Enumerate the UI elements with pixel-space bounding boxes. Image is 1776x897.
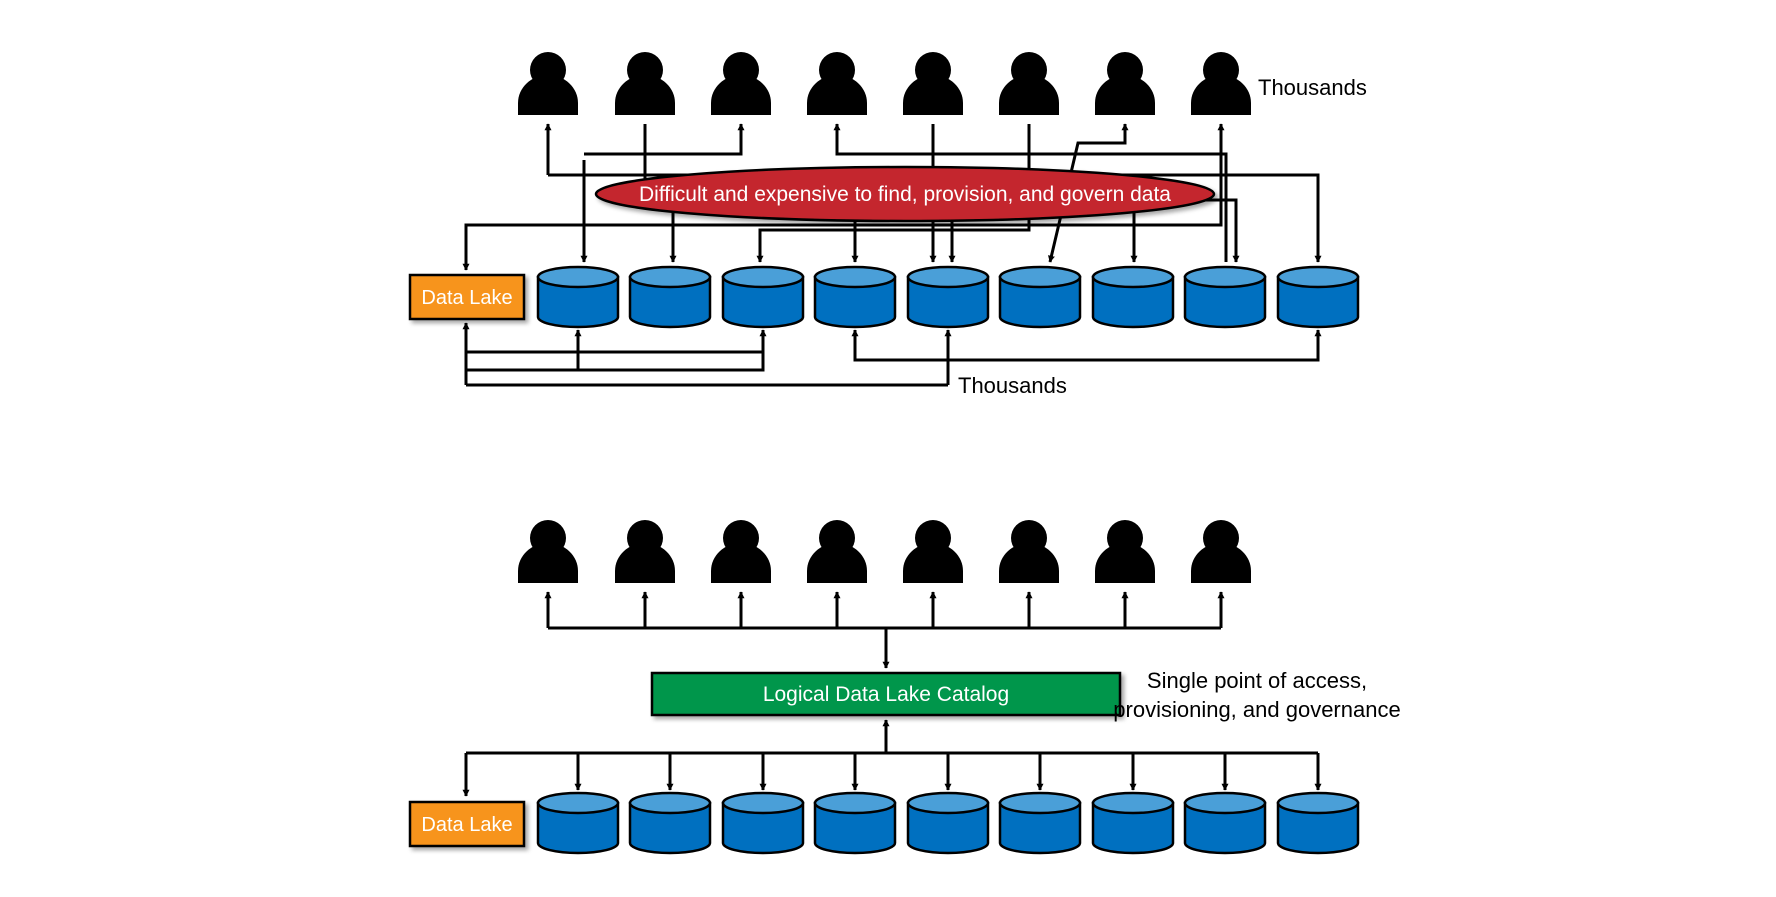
bottom-user-lines [544, 591, 1225, 669]
catalog-label: Logical Data Lake Catalog [763, 683, 1009, 706]
database-icon [813, 265, 897, 329]
database-icon [906, 791, 990, 855]
database-icon [906, 265, 990, 329]
bottom-databases-row [536, 791, 1360, 855]
database-icon [998, 791, 1082, 855]
top-users-row [518, 52, 1251, 115]
database-icon [1276, 791, 1360, 855]
user-icon [711, 520, 771, 583]
user-icon [518, 52, 578, 115]
database-icon [628, 265, 712, 329]
bottom-panel: Logical Data Lake Catalog Single point o… [408, 520, 1401, 855]
database-icon [1091, 791, 1175, 855]
catalog-box: Logical Data Lake Catalog [650, 671, 1122, 717]
user-icon [1095, 52, 1155, 115]
problem-label: Difficult and expensive to find, provisi… [639, 183, 1171, 206]
top-users-label: Thousands [1258, 75, 1367, 100]
top-sources-label: Thousands [958, 373, 1067, 398]
database-icon [1183, 791, 1267, 855]
user-icon [1191, 520, 1251, 583]
user-icon [615, 520, 675, 583]
user-icon [903, 520, 963, 583]
top-databases-row [536, 265, 1360, 329]
user-icon [807, 52, 867, 115]
user-icon [1095, 520, 1155, 583]
user-icon [615, 52, 675, 115]
data-lake-label: Data Lake [421, 287, 512, 309]
catalog-note-line2: provisioning, and governance [1113, 697, 1400, 722]
user-icon [903, 52, 963, 115]
user-icon [999, 52, 1059, 115]
user-icon [807, 520, 867, 583]
user-icon [999, 520, 1059, 583]
database-icon [1276, 265, 1360, 329]
database-icon [998, 265, 1082, 329]
top-source-lines [462, 322, 1322, 387]
user-icon [711, 52, 771, 115]
top-data-lake-box: Data Lake [408, 273, 526, 321]
database-icon [628, 791, 712, 855]
bottom-source-lines [462, 719, 1322, 797]
database-icon [536, 265, 620, 329]
database-icon [1091, 265, 1175, 329]
problem-callout: Difficult and expensive to find, provisi… [594, 165, 1216, 223]
database-icon [721, 265, 805, 329]
bottom-users-row [518, 520, 1251, 583]
database-icon [721, 791, 805, 855]
data-lake-label: Data Lake [421, 814, 512, 836]
bottom-data-lake-box: Data Lake [408, 800, 526, 848]
top-panel: Thousands Difficult and exp [408, 52, 1367, 398]
database-icon [1183, 265, 1267, 329]
database-icon [536, 791, 620, 855]
user-icon [518, 520, 578, 583]
database-icon [813, 791, 897, 855]
catalog-note-line1: Single point of access, [1147, 668, 1367, 693]
user-icon [1191, 52, 1251, 115]
